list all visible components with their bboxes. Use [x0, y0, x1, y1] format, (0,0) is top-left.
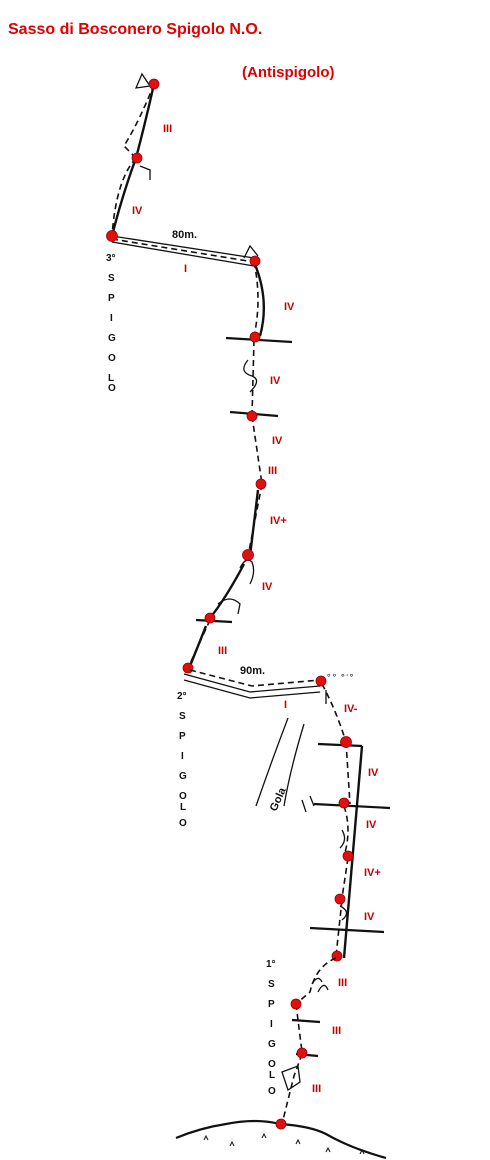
svg-text:S: S [179, 711, 186, 722]
grade-label: IV [366, 819, 377, 831]
grade-label: III [312, 1083, 321, 1095]
svg-text:2°: 2° [177, 691, 187, 702]
svg-text:I: I [270, 1019, 273, 1030]
belay-point [204, 612, 216, 624]
flake-icon [281, 1065, 301, 1092]
belay-point [342, 850, 354, 862]
gully-label: Gola [268, 785, 289, 813]
svg-text:O: O [108, 383, 116, 394]
svg-text:P: P [108, 293, 115, 304]
svg-text:1°: 1° [266, 959, 276, 970]
belay-point [290, 998, 302, 1010]
belay-point [296, 1047, 308, 1059]
svg-text:O: O [179, 818, 187, 829]
grade-label: IV [270, 375, 281, 387]
svg-text:O: O [179, 791, 187, 802]
svg-text:I: I [181, 751, 184, 762]
grade-label: IV [364, 911, 375, 923]
grade-label: IV [368, 767, 379, 779]
grade-label: IV [284, 301, 295, 313]
route-line-middle: ∘∘ ∘·∘ [183, 669, 391, 959]
belay-point [334, 893, 346, 905]
svg-text:S: S [108, 273, 115, 284]
belay-point [249, 255, 261, 267]
grade-label: IV+ [270, 515, 287, 527]
svg-text:3°: 3° [106, 253, 116, 264]
grade-label: III [218, 645, 227, 657]
spigolo-2-label: 2° S P I G O L O [177, 691, 187, 829]
spigolo-1-label: 1° S P I G O L O [266, 959, 276, 1097]
belay-point [246, 410, 258, 422]
belay-point [315, 675, 327, 687]
distance-label: 90m. [240, 665, 265, 677]
svg-text:L: L [180, 802, 186, 813]
belay-point [106, 230, 118, 242]
grade-label: IV [262, 581, 273, 593]
grass-tufts [203, 1132, 365, 1155]
belay-point [148, 78, 160, 90]
summit-marker-icon [134, 72, 152, 89]
grade-label: I [184, 263, 187, 275]
belay-points-bottom [275, 998, 308, 1130]
belay-point [249, 331, 261, 343]
svg-text:O: O [108, 353, 116, 364]
scree-icon: ∘∘ ∘·∘ [326, 671, 354, 681]
grade-label: IV- [344, 703, 358, 715]
grade-label: IV [272, 435, 283, 447]
svg-text:I: I [110, 313, 113, 324]
belay-point [242, 549, 254, 561]
route-line-bottom [175, 957, 387, 1160]
grade-label: IV [132, 205, 143, 217]
grade-label: III [163, 123, 172, 135]
grade-label: III [268, 465, 277, 477]
belay-point [340, 736, 352, 748]
belay-point [131, 152, 143, 164]
belay-point [255, 478, 267, 490]
belay-points-middle [315, 675, 354, 962]
gully-line [255, 717, 289, 807]
route-line-top [110, 72, 293, 669]
svg-text:P: P [179, 731, 186, 742]
belay-points-top [106, 78, 267, 674]
belay-point [275, 1118, 287, 1130]
small-peak-icon [243, 244, 259, 259]
grade-label: III [332, 1025, 341, 1037]
topo-subtitle: (Antispigolo) [242, 64, 334, 81]
chimney-squiggle [243, 359, 258, 393]
belay-point [182, 662, 194, 674]
svg-text:O: O [268, 1086, 276, 1097]
belay-point [338, 797, 350, 809]
distance-label: 80m. [172, 229, 197, 241]
grade-label: IV+ [364, 867, 381, 879]
svg-text:L: L [108, 373, 114, 384]
svg-text:P: P [268, 999, 275, 1010]
spigolo-3-label: 3° S P I G O L O [106, 253, 116, 394]
grade-label: III [338, 977, 347, 989]
svg-text:S: S [268, 979, 275, 990]
svg-text:G: G [179, 771, 187, 782]
grade-label: I [284, 699, 287, 711]
svg-text:G: G [268, 1039, 276, 1050]
svg-text:O: O [268, 1059, 276, 1070]
topo-title: Sasso di Bosconero Spigolo N.O. [8, 21, 262, 38]
svg-text:G: G [108, 333, 116, 344]
svg-text:L: L [269, 1070, 275, 1081]
